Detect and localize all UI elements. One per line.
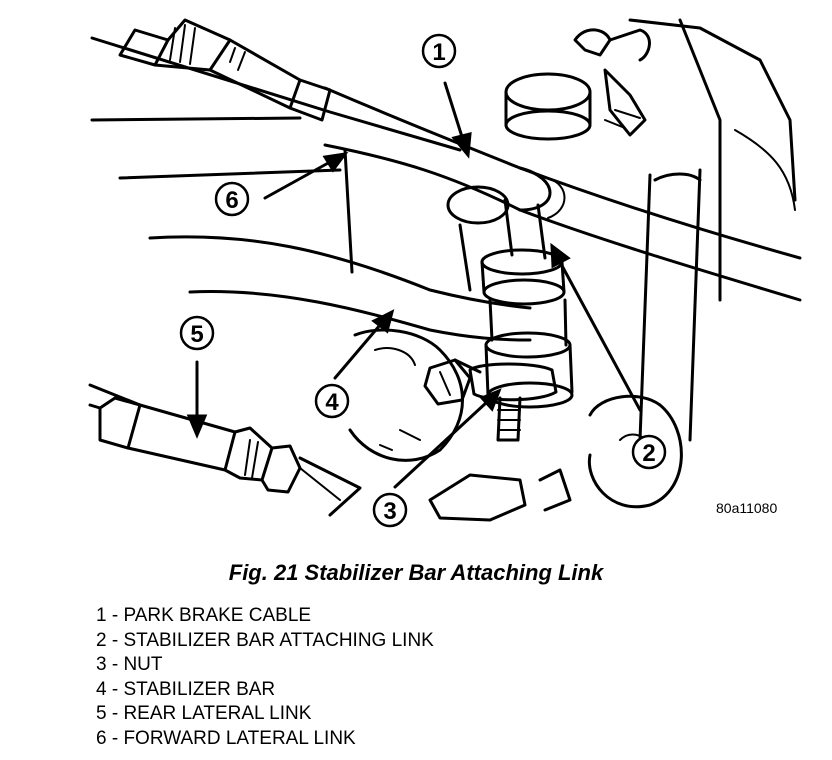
callout-5: 5 — [190, 321, 203, 348]
upper-body-line — [90, 36, 462, 152]
callout-1: 1 — [432, 39, 445, 66]
legend-item-stabilizer-bar-attaching-link: 2 - STABILIZER BAR ATTACHING LINK — [96, 629, 434, 651]
callout-6: 6 — [225, 187, 238, 214]
rear-lateral-link — [88, 383, 362, 517]
legend-item-stabilizer-bar: 4 - STABILIZER BAR — [96, 678, 276, 700]
figure-id-label: 80a11080 — [716, 500, 777, 516]
nut — [468, 362, 558, 442]
figure-caption: Fig. 21 Stabilizer Bar Attaching Link — [228, 560, 604, 585]
legend-item-nut: 3 - NUT — [96, 654, 163, 675]
strut-collar — [653, 172, 702, 182]
left-line — [118, 168, 342, 180]
stabilizer-link-illustration: 1 2 3 4 5 6 80a11080 — [88, 18, 802, 528]
callout-4: 4 — [325, 389, 339, 416]
forward-lateral-link — [118, 18, 332, 122]
stabilizer-bar — [148, 235, 532, 342]
frame-vertical — [343, 148, 354, 274]
upper-mount — [504, 18, 797, 302]
callout-3: 3 — [383, 498, 396, 525]
park-brake-cable — [323, 86, 802, 302]
frame-vertical-2 — [458, 223, 472, 292]
legend-list: 1 - PARK BRAKE CABLE 2 - STABILIZER BAR … — [96, 604, 434, 751]
upper-body-line-2 — [90, 116, 302, 122]
legend-item-park-brake-cable: 1 - PARK BRAKE CABLE — [96, 605, 312, 626]
callout-2: 2 — [642, 440, 655, 467]
legend-item-forward-lateral-link: 6 - FORWARD LATERAL LINK — [96, 727, 356, 749]
hub — [587, 394, 683, 509]
legend-item-rear-lateral-link: 5 - REAR LATERAL LINK — [96, 703, 312, 724]
knuckle — [348, 328, 572, 522]
